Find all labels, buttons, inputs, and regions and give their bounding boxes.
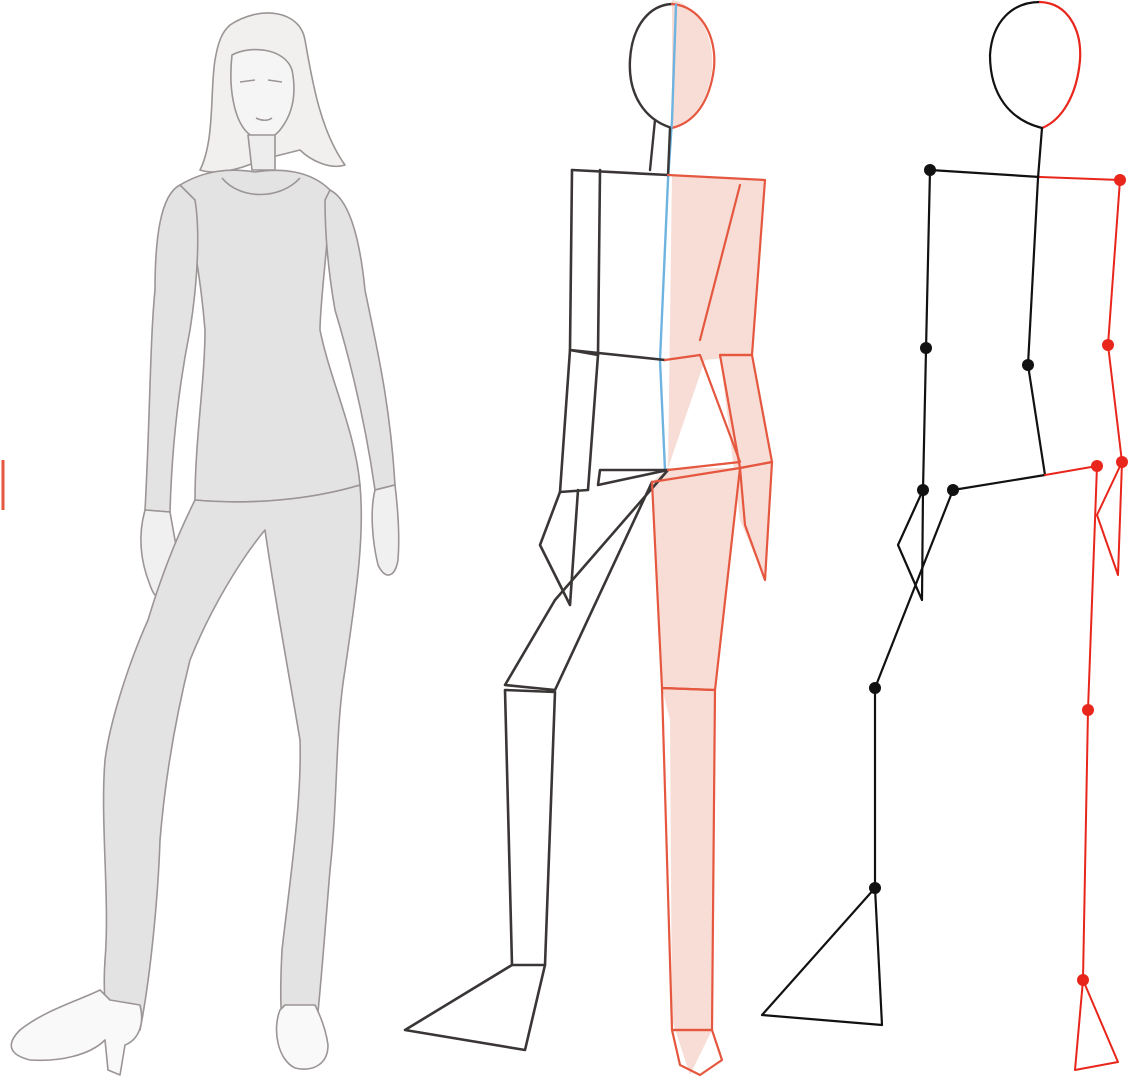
right-hand-shape [372, 485, 399, 575]
skeleton-red-lines [1040, 177, 1122, 1070]
skeleton-black-lines [762, 128, 1045, 1025]
joint-left-wrist [917, 484, 929, 496]
legs-shape [104, 485, 362, 1040]
joint-left-knee [869, 682, 881, 694]
mannequin-neck [650, 120, 670, 175]
joint-right-ankle [1077, 974, 1089, 986]
stick-skeleton-figure [762, 2, 1128, 1070]
joint-left-hip [947, 484, 959, 496]
right-shoe-shape [276, 1005, 328, 1069]
left-arm-shape [145, 185, 198, 512]
joint-right-elbow [1102, 339, 1114, 351]
fashion-model-illustration [11, 13, 399, 1075]
joint-right-wrist [1116, 456, 1128, 468]
joint-right-hip [1091, 460, 1103, 472]
joint-waist [1022, 359, 1034, 371]
mannequin-head [630, 4, 672, 128]
joint-left-shoulder [924, 164, 936, 176]
joint-left-ankle [869, 882, 881, 894]
skeleton-joints [869, 164, 1128, 986]
joint-right-knee [1082, 704, 1094, 716]
neck-shape [248, 135, 275, 170]
mannequin-left-lines [405, 170, 668, 1050]
left-shoe-shape [11, 990, 141, 1075]
skeleton-head-left [990, 2, 1042, 128]
skeleton-head-right [1040, 2, 1080, 128]
block-mannequin-figure [405, 0, 772, 1075]
joint-left-elbow [920, 342, 932, 354]
joint-right-shoulder [1114, 174, 1126, 186]
